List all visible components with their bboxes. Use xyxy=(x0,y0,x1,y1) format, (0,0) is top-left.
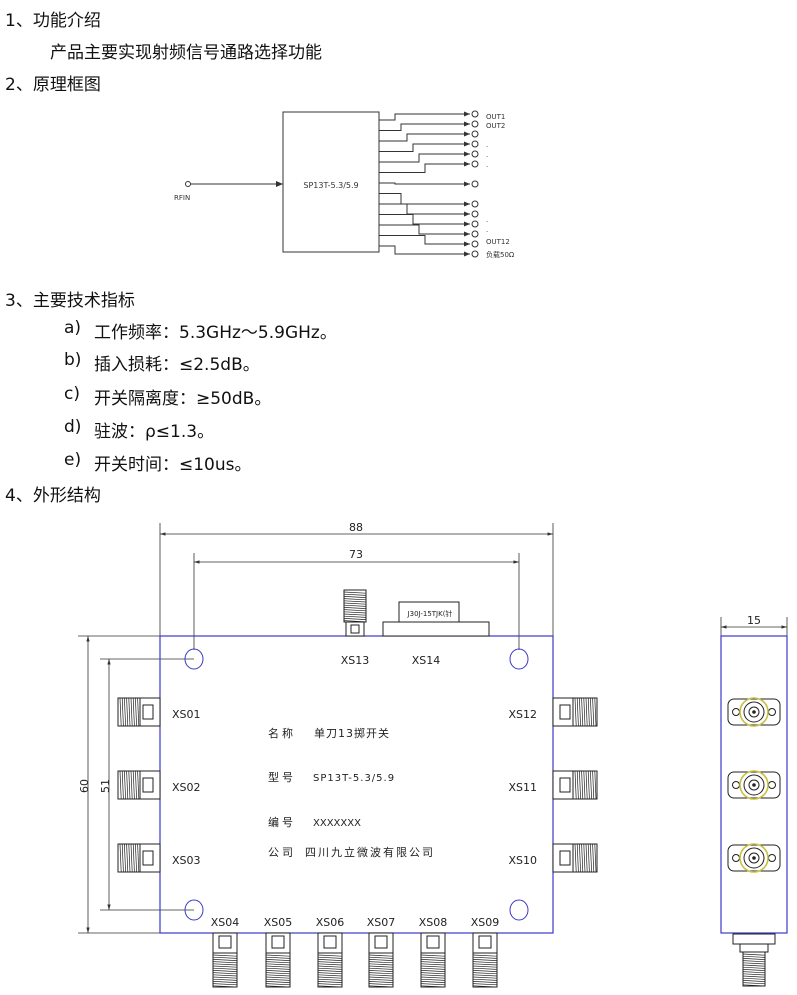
section-1-title: 1、功能介绍 xyxy=(5,11,101,31)
model-value: SP13T-5.3/5.9 xyxy=(313,773,395,784)
spec-index: d) xyxy=(64,417,82,437)
output-port xyxy=(471,230,479,238)
dot-label: . xyxy=(486,216,488,224)
spec-index: c) xyxy=(64,384,80,404)
output-port xyxy=(471,180,479,188)
section-1-body: 产品主要实现射频信号通路选择功能 xyxy=(50,43,322,63)
rfin-label: RFIN xyxy=(174,194,190,202)
model-label: 型号 xyxy=(268,770,296,784)
load-label: 负载50Ω xyxy=(486,250,515,259)
port-label-xs14: XS14 xyxy=(412,654,441,667)
company-label: 公司 xyxy=(268,846,296,859)
output-port xyxy=(471,150,479,158)
output-lines xyxy=(379,110,479,258)
serial-value: XXXXXXX xyxy=(313,818,361,829)
mounting-hole xyxy=(509,648,529,670)
output-port xyxy=(471,200,479,208)
port-label-bottom: XS06 xyxy=(316,916,345,929)
side-view-outline xyxy=(720,635,788,934)
output-port xyxy=(471,140,479,148)
name-label: 名称 xyxy=(268,726,296,740)
top-connector-xs13 xyxy=(343,589,367,637)
bottom-connectors xyxy=(212,932,498,988)
output-port xyxy=(471,130,479,138)
housing-outline xyxy=(159,635,554,934)
port-label-right: XS11 xyxy=(508,781,537,794)
mounting-hole xyxy=(184,899,204,921)
section-2-title: 2、原理框图 xyxy=(5,75,101,95)
out12-label: OUT12 xyxy=(486,238,510,246)
dot-label: . xyxy=(486,161,488,169)
dim-88: 88 xyxy=(349,521,363,534)
spec-text: 工作频率：5.3GHz～5.9GHz。 xyxy=(94,323,337,343)
output-port xyxy=(471,240,479,248)
out2-label: OUT2 xyxy=(486,122,505,130)
mounting-hole xyxy=(509,899,529,921)
rfin-port xyxy=(185,181,191,187)
block-diagram: SP13T-5.3/5.9 RFIN OUT1 OUT2 . . . . . O… xyxy=(174,110,515,259)
out1-label: OUT1 xyxy=(486,113,505,121)
dim-73: 73 xyxy=(349,548,363,561)
spec-index: b) xyxy=(64,350,82,370)
mounting-hole xyxy=(184,648,204,670)
port-label-right: XS12 xyxy=(508,708,537,721)
output-port xyxy=(471,250,479,258)
port-label-left: XS02 xyxy=(172,781,201,794)
spec-text: 驻波：ρ≤1.3。 xyxy=(94,422,215,442)
port-label-bottom: XS04 xyxy=(211,916,240,929)
serial-label: 编号 xyxy=(268,815,296,829)
port-label-xs13: XS13 xyxy=(341,654,370,667)
top-connector-xs14: J30J-15TJK(针 xyxy=(382,601,490,637)
chip-label: SP13T-5.3/5.9 xyxy=(303,181,358,190)
name-value: 单刀13掷开关 xyxy=(314,726,390,740)
outline-drawing: 88 73 60 51 J30J-15TJK(针 XS13 XS14 XS01 … xyxy=(78,521,788,988)
side-connectors xyxy=(117,697,598,873)
dot-label: . xyxy=(486,151,488,159)
company-value: 四川九立微波有限公司 xyxy=(305,845,435,859)
dot-label: . xyxy=(486,141,488,149)
side-view-bottom-connector xyxy=(732,933,776,987)
spec-text: 插入损耗：≤2.5dB。 xyxy=(94,355,260,375)
side-view-flanges xyxy=(727,697,781,873)
port-label-left: XS01 xyxy=(172,708,201,721)
output-port xyxy=(471,210,479,218)
port-label-bottom: XS05 xyxy=(264,916,293,929)
dim-51: 51 xyxy=(99,779,112,793)
section-3-title: 3、主要技术指标 xyxy=(5,291,135,311)
output-port xyxy=(471,120,479,128)
port-label-bottom: XS08 xyxy=(419,916,448,929)
port-label-right: XS10 xyxy=(508,854,537,867)
spec-text: 开关时间：≤10us。 xyxy=(94,455,252,475)
spec-index: e) xyxy=(64,450,82,470)
dim-60: 60 xyxy=(78,779,91,793)
section-4-title: 4、外形结构 xyxy=(5,486,101,506)
port-label-left: XS03 xyxy=(172,854,201,867)
output-port xyxy=(471,220,479,228)
output-port xyxy=(471,160,479,168)
dot-label: . xyxy=(486,226,488,234)
port-label-bottom: XS09 xyxy=(471,916,500,929)
spec-index: a) xyxy=(64,318,82,338)
spec-text: 开关隔离度：≥50dB。 xyxy=(94,389,272,409)
port-label-bottom: XS07 xyxy=(367,916,396,929)
connector-label: J30J-15TJK(针 xyxy=(407,609,453,618)
dim-15: 15 xyxy=(747,614,761,627)
output-port xyxy=(471,110,479,118)
